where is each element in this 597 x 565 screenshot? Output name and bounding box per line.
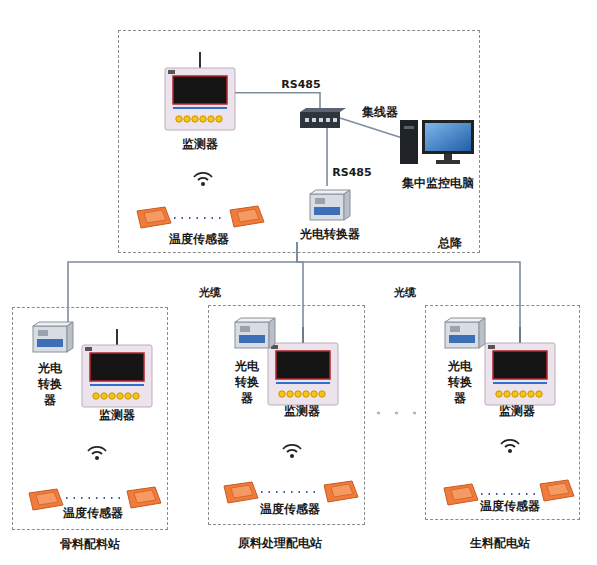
- temperature-sensor: [137, 207, 171, 228]
- converter-device: [33, 322, 73, 352]
- converter-node: 光电 转换 器: [33, 322, 73, 352]
- pc-tower: [400, 120, 418, 164]
- node-label: 温度传感器: [149, 231, 249, 247]
- ellipsis-mark: 。。。: [376, 402, 424, 416]
- sensor-dots: [174, 217, 226, 219]
- pc-node: 集中监控电脑: [400, 118, 476, 166]
- node-label: 监测器: [472, 403, 562, 419]
- wireless-symbol: [88, 447, 106, 460]
- sensor-group: 温度传感器: [133, 200, 265, 246]
- node-label: 骨料配料站: [30, 536, 150, 552]
- hub-port: [326, 118, 330, 122]
- station-zone: 原料处理配电站光电 转换 器监测器温度传感器: [208, 305, 365, 525]
- node-label: 集中监控电脑: [394, 175, 482, 191]
- fiber-cable: [297, 242, 303, 343]
- wireless-symbol: [501, 440, 519, 453]
- converter-device: [235, 318, 275, 348]
- pc-base: [436, 160, 460, 164]
- pc-screen: [425, 123, 471, 151]
- pc-device: [400, 120, 474, 164]
- monitor-node: 监测器: [165, 68, 235, 130]
- temperature-sensor: [127, 487, 161, 508]
- pc-drive: [404, 126, 414, 129]
- sensor-dots: [481, 493, 535, 495]
- hub-port: [319, 118, 323, 122]
- edge-label: RS485: [327, 166, 377, 180]
- station-zone: 生料配电站光电 转换 器监测器温度传感器: [425, 305, 580, 520]
- rs485-link: [235, 93, 320, 108]
- monitor-node: 监测器: [268, 343, 338, 405]
- node-label: 温度传感器: [460, 498, 560, 514]
- node-label: 光电 转换 器: [233, 358, 261, 406]
- converter-node: 光电 转换 器: [235, 318, 275, 348]
- edge-label: 光缆: [190, 286, 230, 300]
- node-label: 集线器: [362, 104, 412, 120]
- network-cable: [340, 118, 400, 137]
- sensor-group: 温度传感器: [25, 480, 163, 520]
- wireless-symbol: [283, 445, 301, 458]
- sensor-dots: [261, 491, 319, 493]
- node-label: 光电 转换 器: [36, 360, 64, 408]
- substation-zone: 总降监测器集线器集中监控电脑温度传感器光电转换器: [118, 30, 480, 253]
- converter-node: 光电 转换 器: [445, 318, 485, 348]
- node-label: 监测器: [72, 407, 162, 423]
- rs485-link: [326, 128, 328, 186]
- hub-node: 集线器: [300, 108, 340, 128]
- edge-label: RS485: [276, 78, 326, 92]
- sensor-dots: [66, 497, 122, 499]
- node-label: 温度传感器: [240, 501, 340, 517]
- hub-device: [300, 108, 346, 128]
- node-label: 生料配电站: [440, 535, 560, 551]
- monitor-device: [485, 327, 555, 405]
- temperature-sensor: [444, 484, 478, 505]
- station-zone: 骨料配料站光电 转换 器监测器温度传感器: [12, 307, 168, 530]
- hub-body: [300, 112, 340, 128]
- temperature-sensor: [29, 489, 63, 510]
- monitor-device: [268, 327, 338, 405]
- pc-stand: [444, 154, 452, 160]
- edge-label: 光缆: [385, 286, 425, 300]
- node-label: 温度传感器: [43, 505, 143, 521]
- hub-port: [333, 118, 337, 122]
- fiber-cable: [297, 242, 520, 343]
- node-label: 光电转换器: [285, 226, 375, 242]
- node-label: 监测器: [257, 403, 347, 419]
- converter-device: [445, 318, 485, 348]
- fiber-cable: [68, 242, 297, 322]
- monitor-device: [82, 329, 152, 407]
- sensor-group: 温度传感器: [440, 473, 578, 513]
- node-label: 原料处理配电站: [210, 535, 350, 551]
- monitor-node: 监测器: [485, 343, 555, 405]
- monitor-node: 监测器: [82, 345, 152, 407]
- hub-top: [300, 108, 346, 112]
- node-label: 光电 转换 器: [446, 358, 474, 406]
- node-label: 总降: [430, 235, 470, 251]
- converter-device: [310, 190, 350, 220]
- temperature-sensor: [224, 482, 258, 503]
- pc-monitor: [422, 120, 474, 154]
- sensor-group: 温度传感器: [220, 475, 358, 515]
- temperature-sensor: [324, 481, 358, 502]
- temperature-sensor: [540, 480, 574, 501]
- hub-port: [312, 118, 316, 122]
- wireless-symbol: [194, 173, 212, 186]
- temperature-sensor: [230, 206, 264, 227]
- node-label: 监测器: [155, 136, 245, 152]
- hub-port: [305, 118, 309, 122]
- monitor-device: [165, 52, 235, 130]
- converter-node: 光电转换器: [293, 186, 367, 242]
